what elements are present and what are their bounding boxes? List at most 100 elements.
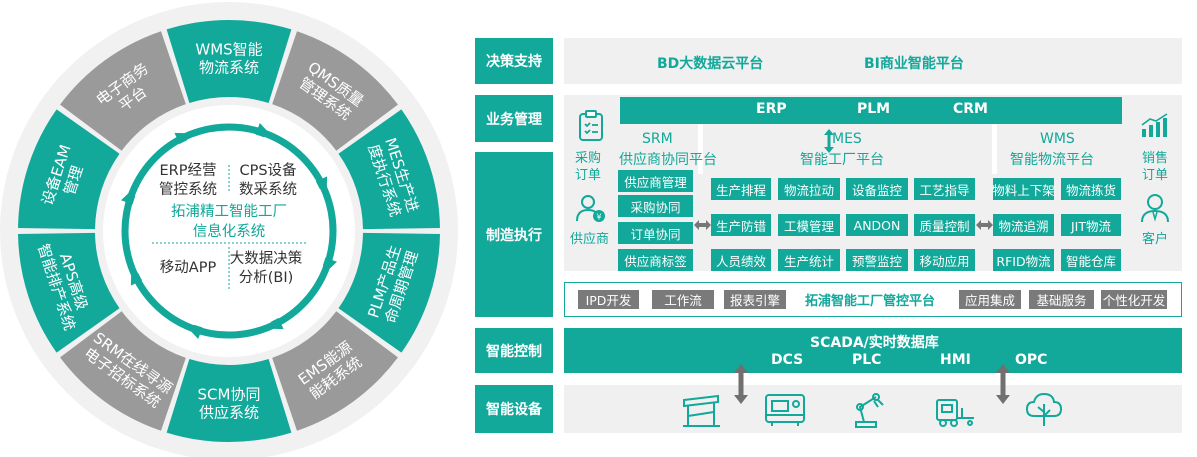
purchase-order-line2: 订单 [575,168,602,183]
mes-item: 质量控制 [914,214,975,236]
bd-cloud-platform: BD大数据云平台 [657,56,764,72]
bar-crm: CRM [953,101,988,117]
devices-panel [564,385,1182,433]
robot-arm-icon [855,393,884,428]
platform-left-item: 报表引擎 [724,290,786,309]
ring-arrow-icon [130,267,146,286]
scada-title: SCADA/实时数据库 [810,335,939,351]
wheel-segment-label-line: WMS智能 [195,41,262,59]
wheel-segment-label-line: SCM协同 [198,386,261,404]
mes-item: 移动应用 [914,249,975,271]
wms-item: RFID物流 [993,249,1054,271]
wheel-segment [272,311,398,431]
customer-label: 客户 [1142,232,1169,247]
control-item-hmi: HMI [940,352,971,368]
wheel-segment-label: SCM协同供应系统 [198,386,261,422]
wheel-segment [60,31,186,151]
center-title-line2: 信息化系统 [193,223,266,240]
center-cps-line2: 数采系统 [239,181,297,198]
wheel-segment [18,232,120,353]
platform-center-title: 拓浦智能工厂管控平台 [805,294,936,309]
ring-arrow-icon [254,123,273,139]
mes-item: 工艺指导 [914,178,975,200]
platform-right-item: 基础服务 [1029,290,1094,309]
purchase-order-icon [579,110,603,141]
sales-order-line2: 订单 [1142,168,1169,183]
bar-plm: PLM [857,101,891,117]
mes-item: 工模管理 [778,214,840,236]
wheel-rotation-ring [121,123,337,339]
center-erp-line2: 管控系统 [159,181,217,198]
wms-title-line2: 智能物流平台 [1010,152,1094,168]
control-item-plc: PLC [852,352,882,368]
wheel-segment [338,232,440,353]
mes-item: 人员绩效 [711,249,771,271]
srm-item: 供应商标签 [618,249,693,271]
wheel-segment [166,20,292,103]
ring-arrow-icon [174,132,193,148]
center-title-line1: 拓浦精工智能工厂 [171,203,287,220]
mes-item: 设备监控 [846,178,908,200]
control-item-dcs: DCS [771,352,804,368]
purchase-order-line1: 采购 [575,151,602,166]
wheel-segment [60,311,186,431]
row-label-decision: 决策支持 [475,38,553,84]
srm-title-line1: SRM [642,131,673,147]
platform-right-item: 应用集成 [959,290,1021,309]
wms-item: 物流追溯 [993,214,1054,236]
cloud-tree-icon [1025,392,1063,426]
center-bi-line1: 大数据决策 [230,250,303,267]
supplier-icon: ¥ [576,195,605,222]
platform-left-item: 工作流 [652,290,714,309]
platform-right-item: 个性化开发 [1101,290,1167,309]
svg-text:¥: ¥ [596,213,601,222]
center-erp-line1: ERP经营 [160,162,217,179]
mes-item: 生产统计 [778,249,840,271]
forklift-icon [936,399,974,427]
customer-icon [1141,194,1169,223]
wheel-center [129,131,329,331]
wms-item: 物料上下架 [992,178,1055,200]
control-item-opc: OPC [1015,352,1048,368]
srm-item: 订单协同 [618,222,693,244]
ring-arrow-icon [265,314,284,330]
wheel-segment-label-line: 物流系统 [199,59,259,77]
wheel-segment [272,31,398,151]
supplier-label: 供应商 [570,232,610,247]
control-device-arrow-icon [734,364,748,404]
mes-title-line1: MES [832,131,862,147]
srm-title-line2: 供应商协同平台 [619,152,717,168]
sales-chart-icon [1141,113,1168,137]
wms-item: 物流拣货 [1061,178,1121,200]
mes-item: ANDON [846,214,908,236]
center-mobile-app: 移动APP [160,259,217,276]
wheel-segment-label-line: 供应系统 [199,404,259,422]
platform-left-item: IPD开发 [578,290,639,309]
srm-item: 采购协同 [618,195,693,217]
wms-item: 智能仓库 [1061,249,1121,271]
wheel-segment [338,109,440,230]
decision-panel [564,38,1182,84]
connector-srm [698,124,703,174]
center-cps-line1: CPS设备 [239,162,297,179]
srm-mes-arrow-icon [694,220,711,230]
connector-wms [992,124,997,174]
mes-wms-arrow-icon [976,220,993,230]
mes-item: 预警监控 [846,249,908,271]
erp-plm-crm-bar [620,97,1122,124]
wheel-segment [18,109,120,230]
center-bi-line2: 分析(BI) [239,269,294,286]
cnc-lathe-icon [765,394,805,426]
scada-bar [564,328,1182,373]
wheel-segment [166,359,292,442]
mes-up-down-arrow-icon [824,129,834,153]
bar-erp: ERP [756,101,787,117]
srm-item: 供应商管理 [618,170,693,192]
row-label-business: 业务管理 [475,95,553,142]
ring-arrow-icon [121,187,137,206]
ring-arrow-icon [185,323,204,339]
mes-item: 生产防错 [711,214,771,236]
mes-item: 物流拉动 [778,178,840,200]
